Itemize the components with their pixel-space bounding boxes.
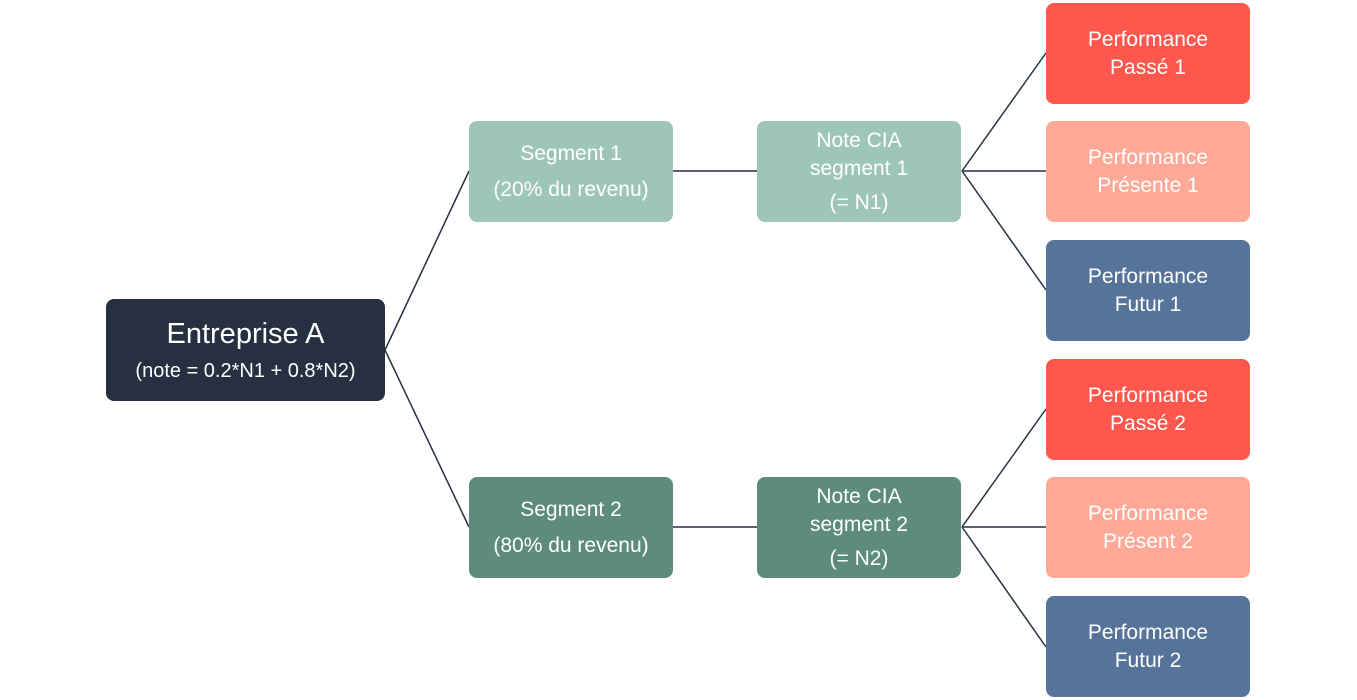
performance-passe-1-line-2: Passé 1 [1110, 55, 1186, 79]
performance-present-2-node: Performance Présent 2 [1046, 477, 1250, 578]
performance-futur-1-line-1: Performance [1087, 264, 1209, 288]
performance-futur-1-node: Performance Futur 1 [1046, 240, 1250, 341]
performance-passe-2-node: Performance Passé 2 [1046, 359, 1250, 460]
root-node-entreprise-a: Entreprise A (note = 0.2*N1 + 0.8*N2) [106, 299, 385, 401]
segment-2-node: Segment 2 (80% du revenu) [469, 477, 673, 578]
connector-note-1-futur-1 [961, 170, 1047, 291]
connector-root-segment-1 [384, 170, 470, 351]
segment-1-node: Segment 1 (20% du revenu) [469, 121, 673, 222]
segment-2-share: (80% du revenu) [493, 533, 649, 557]
root-formula: (note = 0.2*N1 + 0.8*N2) [135, 360, 356, 382]
note-2-line-1: Note CIA [816, 484, 902, 508]
performance-presente-1-line-1: Performance [1087, 145, 1209, 169]
performance-futur-2-node: Performance Futur 2 [1046, 596, 1250, 697]
performance-presente-1-line-2: Présente 1 [1097, 173, 1199, 197]
connector-note-2-passe-2 [961, 408, 1047, 528]
performance-passe-1-node: Performance Passé 1 [1046, 3, 1250, 104]
connector-note-1-passe-1 [961, 52, 1047, 172]
performance-presente-1-node: Performance Présente 1 [1046, 121, 1250, 222]
segment-1-share: (20% du revenu) [493, 177, 649, 201]
performance-present-2-line-2: Présent 2 [1103, 529, 1193, 553]
performance-passe-1-line-1: Performance [1087, 27, 1209, 51]
performance-futur-2-line-2: Futur 2 [1114, 648, 1182, 672]
segment-1-title: Segment 1 [520, 141, 622, 165]
note-1-line-1: Note CIA [816, 128, 902, 152]
performance-present-2-line-1: Performance [1087, 501, 1209, 525]
note-1-line-3: (= N1) [829, 190, 889, 214]
note-2-line-3: (= N2) [829, 546, 889, 570]
note-2-line-2: segment 2 [809, 512, 909, 536]
performance-passe-2-line-1: Performance [1087, 383, 1209, 407]
connector-note-2-futur-2 [961, 526, 1047, 648]
connector-root-segment-2 [384, 349, 470, 528]
note-cia-segment-2-node: Note CIA segment 2 (= N2) [757, 477, 961, 578]
performance-futur-2-line-1: Performance [1087, 620, 1209, 644]
root-title: Entreprise A [166, 318, 325, 350]
performance-futur-1-line-2: Futur 1 [1114, 292, 1182, 316]
performance-passe-2-line-2: Passé 2 [1110, 411, 1186, 435]
segment-2-title: Segment 2 [520, 497, 622, 521]
note-cia-segment-1-node: Note CIA segment 1 (= N1) [757, 121, 961, 222]
note-1-line-2: segment 1 [809, 156, 909, 180]
